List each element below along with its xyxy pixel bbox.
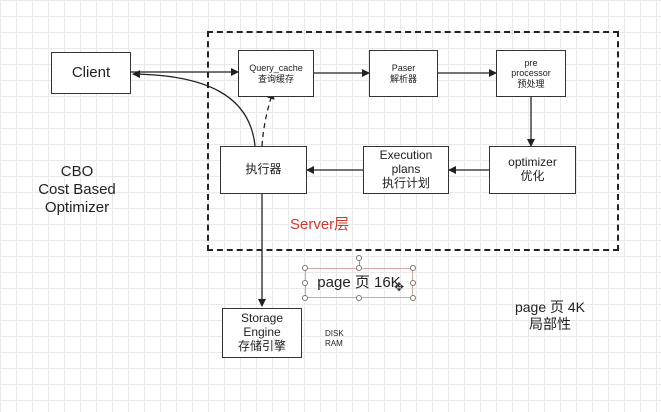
arrow-executor-query-cache-dashed <box>261 91 275 147</box>
page-4k-line-1: page 页 4K <box>514 299 586 315</box>
selection-handle-tl[interactable] <box>302 265 308 271</box>
disk-label: DISK <box>325 329 344 338</box>
storage-engine-box[interactable]: Storage Engine 存储引擎 <box>222 308 302 358</box>
client-box[interactable]: Client <box>51 52 131 94</box>
cbo-line-1: CBO <box>60 163 94 180</box>
server-layer-label: Server层 <box>290 216 350 233</box>
parser-en: Paser <box>391 63 416 74</box>
preprocessor-en-2: processor <box>511 68 551 79</box>
disk-ram-note: DISK RAM <box>325 329 344 348</box>
page-4k-line-2: 局部性 <box>529 315 571 332</box>
executor-cn: 执行器 <box>245 162 282 177</box>
selection-handle-bl[interactable] <box>302 295 308 301</box>
move-cursor-icon: ✥ <box>394 280 405 294</box>
optimizer-en: optimizer <box>508 155 557 170</box>
cbo-note: CBO Cost Based Optimizer <box>22 163 132 217</box>
selection-handle-ml[interactable] <box>302 280 308 286</box>
cbo-line-2: Cost Based <box>38 181 116 198</box>
query-cache-box[interactable]: Query_cache 查询缓存 <box>238 50 314 97</box>
parser-box[interactable]: Paser 解析器 <box>369 50 438 97</box>
execution-plans-cn: 执行计划 <box>381 175 430 190</box>
storage-engine-en-2: Engine <box>243 325 281 340</box>
executor-box[interactable]: 执行器 <box>220 146 307 194</box>
preprocessor-en-1: pre <box>524 57 538 68</box>
cbo-line-3: Optimizer <box>44 199 110 216</box>
query-cache-cn: 查询缓存 <box>257 73 294 84</box>
page-4k-note: page 页 4K 局部性 <box>500 299 600 333</box>
client-label: Client <box>71 64 111 82</box>
execution-plans-box[interactable]: Execution plans 执行计划 <box>363 146 449 194</box>
selection-handle-bm[interactable] <box>356 295 362 301</box>
arrow-executor-client <box>132 70 256 147</box>
selection-handle-mr[interactable] <box>410 280 416 286</box>
selection-rotate-handle[interactable] <box>356 255 362 261</box>
selection-rotate-stem <box>359 261 360 268</box>
execution-plans-en-2: plans <box>391 162 421 177</box>
storage-engine-cn: 存储引擎 <box>237 338 286 353</box>
query-cache-en: Query_cache <box>249 63 303 74</box>
preprocessor-cn: 预处理 <box>517 78 545 89</box>
page-16k-label[interactable]: page 页 16K <box>317 274 401 291</box>
server-layer-boundary <box>207 31 619 251</box>
execution-plans-en-1: Execution <box>379 148 433 163</box>
selection-handle-br[interactable] <box>410 295 416 301</box>
optimizer-box[interactable]: optimizer 优化 <box>489 146 576 194</box>
selection-handle-tm[interactable] <box>356 265 362 271</box>
preprocessor-box[interactable]: pre processor 预处理 <box>496 50 566 97</box>
parser-cn: 解析器 <box>389 73 417 84</box>
storage-engine-en-1: Storage <box>240 311 284 326</box>
selection-handle-tr[interactable] <box>410 265 416 271</box>
ram-label: RAM <box>325 338 343 348</box>
optimizer-cn: 优化 <box>520 169 545 183</box>
